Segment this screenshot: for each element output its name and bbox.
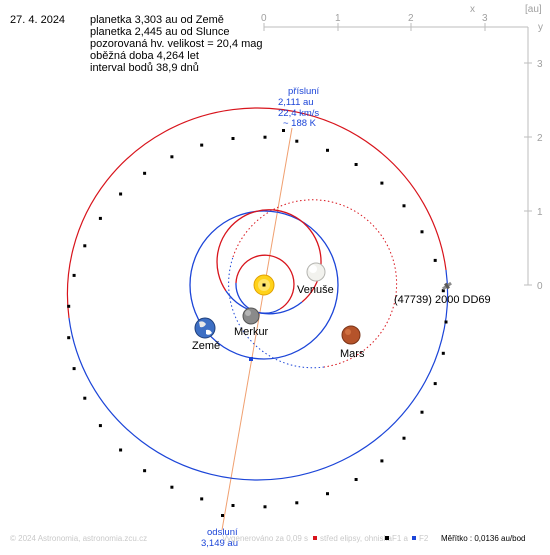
orbit-point bbox=[354, 478, 358, 481]
y-tick-2: 2 bbox=[537, 133, 543, 144]
x-tick-3: 3 bbox=[482, 13, 488, 24]
mars-orbit-south bbox=[228, 256, 325, 369]
asteroid-orbit-south bbox=[68, 269, 449, 481]
orbit-point bbox=[380, 181, 384, 185]
orbit-point bbox=[83, 396, 87, 400]
orbit-point bbox=[200, 497, 204, 501]
mercury-orbit-north bbox=[235, 254, 295, 310]
venus-label: Venuše bbox=[297, 284, 334, 296]
f1-legend-marker bbox=[385, 536, 389, 540]
asteroid-orbit-north bbox=[66, 107, 447, 319]
orbit-point bbox=[441, 289, 445, 293]
orbit-point bbox=[326, 492, 329, 496]
aphelion-distance: 3,149 au bbox=[201, 538, 238, 549]
satellite-icon bbox=[442, 281, 452, 291]
orbit-point bbox=[295, 139, 299, 143]
axis-frame bbox=[263, 23, 532, 286]
orbit-point bbox=[98, 216, 102, 220]
y-tick-3: 3 bbox=[537, 59, 543, 70]
perihelion-point bbox=[282, 129, 285, 132]
orbit-point bbox=[441, 351, 445, 355]
orbit-point bbox=[326, 148, 329, 152]
f2-legend: F2 bbox=[419, 534, 429, 543]
mercury-icon bbox=[242, 307, 260, 325]
earth-label: Země bbox=[192, 340, 221, 352]
x-tick-0: 0 bbox=[261, 13, 267, 24]
sun-icon bbox=[253, 274, 275, 296]
orbit-point bbox=[402, 204, 406, 208]
orbit-point bbox=[67, 304, 71, 308]
asteroid-label: (47739) 2000 DD69 bbox=[394, 294, 491, 306]
footer-bar: © 2024 Astronomia, astronomia.zcu.cz Vyg… bbox=[0, 532, 550, 548]
mars-label: Mars bbox=[340, 348, 365, 360]
y-tick-1: 1 bbox=[537, 207, 543, 218]
x-tick-1: 1 bbox=[335, 13, 341, 24]
info-magnitude: pozorovaná hv. velikost = 20,4 mag bbox=[90, 38, 263, 50]
orbit-point bbox=[83, 244, 87, 248]
orbit-point bbox=[231, 504, 235, 507]
orbit-point bbox=[420, 410, 424, 414]
unit-label: [au] bbox=[525, 4, 542, 15]
earth-icon bbox=[194, 317, 216, 339]
venus-icon bbox=[306, 262, 326, 282]
orbit-point bbox=[433, 382, 437, 386]
mars-icon bbox=[341, 325, 361, 345]
perihelion-distance: 2,111 au bbox=[278, 97, 314, 108]
orbit-point bbox=[119, 448, 123, 452]
center-legend: střed elipsy, ohniska bbox=[320, 534, 392, 543]
orbit-point bbox=[231, 137, 235, 140]
f1-legend: F1 a bbox=[392, 534, 409, 543]
f2-legend-marker bbox=[412, 536, 416, 540]
orbit-point bbox=[67, 336, 71, 340]
orbit-point bbox=[143, 171, 147, 175]
aphelion-point bbox=[221, 514, 224, 517]
info-distance-earth: planetka 3,303 au od Země bbox=[90, 14, 224, 26]
copyright-text: © 2024 Astronomia, astronomia.zcu.cz bbox=[10, 534, 148, 543]
info-period: oběžná doba 4,264 let bbox=[90, 50, 199, 62]
orbit-point bbox=[433, 258, 437, 262]
orbit-point bbox=[72, 367, 76, 371]
mercury-label: Merkur bbox=[234, 326, 269, 338]
orbit-point bbox=[295, 501, 299, 505]
orbit-point bbox=[170, 485, 174, 489]
orbit-point bbox=[263, 135, 267, 139]
y-axis-label: y bbox=[538, 22, 543, 33]
orbit-point bbox=[380, 459, 384, 463]
apsides-line bbox=[221, 127, 293, 531]
center-legend-marker bbox=[313, 536, 317, 540]
orbit-point bbox=[170, 155, 174, 159]
orbit-point bbox=[98, 424, 102, 428]
x-tick-2: 2 bbox=[408, 13, 414, 24]
orbit-point bbox=[119, 192, 123, 196]
orbit-point bbox=[263, 505, 267, 509]
generation-time: Vygenerováno za 0,09 s bbox=[222, 534, 308, 543]
asteroid-orbit-points bbox=[67, 135, 448, 509]
orbit-point bbox=[354, 163, 358, 166]
perihelion-title: přísluní bbox=[288, 86, 320, 97]
perihelion-temperature: ~ 188 K bbox=[283, 118, 317, 129]
aphelion-title: odsluní bbox=[207, 527, 238, 538]
x-axis-label: x bbox=[470, 4, 475, 15]
info-panel: planetka 3,303 au od Země planetka 2,445… bbox=[90, 14, 263, 74]
y-tick-0: 0 bbox=[537, 281, 543, 292]
orbit-point bbox=[143, 469, 147, 473]
scale-text: Měřítko : 0,0136 au/bod bbox=[441, 534, 526, 543]
orbit-point bbox=[200, 143, 204, 147]
orbit-point bbox=[402, 436, 406, 440]
orbit-point bbox=[72, 273, 76, 277]
info-interval: interval bodů 38,9 dnů bbox=[90, 62, 199, 74]
axis-ticks: 0 1 2 3 x [au] 3 2 1 0 y bbox=[261, 4, 543, 292]
orbit-point bbox=[420, 230, 424, 234]
date-label: 27. 4. 2024 bbox=[10, 14, 66, 26]
perihelion-speed: 22,4 km/s bbox=[278, 108, 320, 119]
info-distance-sun: planetka 2,445 au od Slunce bbox=[90, 26, 230, 38]
earth-orbit bbox=[189, 210, 339, 360]
focus-f2-point bbox=[249, 357, 253, 361]
orbit-point bbox=[444, 320, 448, 324]
